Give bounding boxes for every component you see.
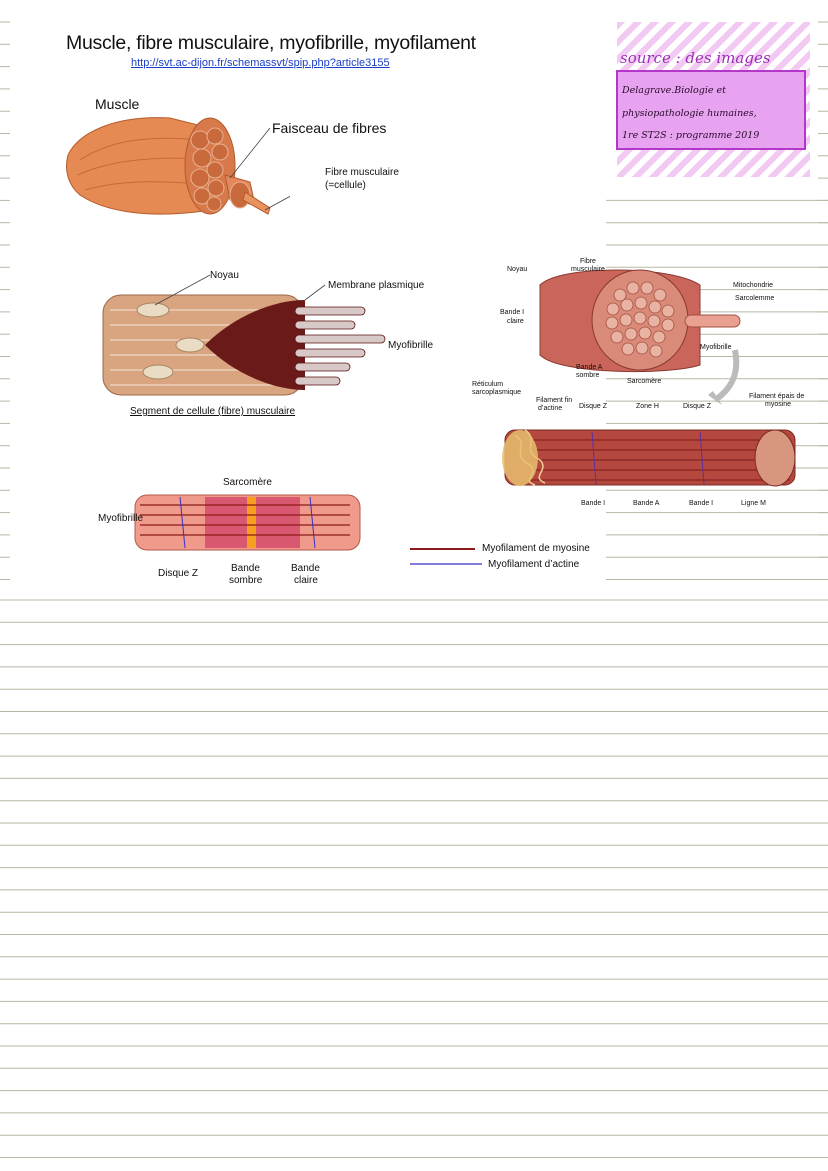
r-label-mitochondrie: Mitochondrie [733, 282, 774, 289]
label-noyau: Noyau [210, 270, 239, 281]
label-myofibrille: Myofibrille [388, 340, 434, 351]
legend-lines [410, 548, 482, 565]
r-label-disque-z-1: Disque Z [579, 403, 608, 410]
r-label-bande-a-1: Bande A [576, 364, 603, 371]
r-label-bande-i-1: Bande I [500, 309, 525, 316]
legend-myosine: Myofilament de myosine [482, 543, 590, 554]
cell-segment-illustration [102, 274, 386, 396]
label-fibre-note: (=cellule) [325, 180, 366, 191]
legend-actine: Myofilament d’actine [488, 559, 580, 570]
label-faisceau: Faisceau de fibres [272, 120, 387, 136]
page-title: Muscle, fibre musculaire, myofibrille, m… [66, 32, 476, 54]
r-label-bande-i-bottom-1: Bande I [581, 500, 606, 507]
r-label-ligne-m: Ligne M [741, 500, 766, 507]
note-heading: source : des images [620, 49, 771, 67]
label-bande-sombre-1: Bande [231, 563, 260, 574]
label-membrane: Membrane plasmique [328, 280, 425, 291]
r-label-noyau: Noyau [507, 266, 528, 273]
r-label-bande-i-2: claire [507, 318, 524, 325]
label-disque-z: Disque Z [158, 568, 199, 579]
r-label-zone-h: Zone H [636, 403, 659, 410]
myofibril-illustration [134, 494, 361, 551]
r-label-filament-fin-1: Filament fin [536, 397, 573, 404]
r-label-fibre-1: Fibre [580, 258, 596, 265]
r-label-fibre-2: musculaire [571, 266, 605, 273]
note-line-1: Delagrave.Biologie et [622, 85, 726, 96]
note-line-3: 1re ST2S : programme 2019 [622, 130, 760, 141]
r-label-filament-epais-1: Filament épais de [749, 393, 805, 400]
label-bande-claire-1: Bande [291, 563, 320, 574]
label-bande-claire-2: claire [294, 575, 318, 586]
fibre-sarcomere-illustration [502, 269, 796, 487]
label-bande-sombre-2: sombre [229, 575, 263, 586]
muscle-illustration [66, 117, 290, 215]
r-label-myofibrille: Myofibrille [700, 344, 732, 351]
r-label-bande-i-bottom-2: Bande I [689, 500, 714, 507]
r-label-sarcomere: Sarcomère [627, 378, 662, 385]
label-muscle: Muscle [95, 96, 140, 112]
r-label-filament-epais-2: myosine [765, 401, 792, 408]
r-label-sarcolemme: Sarcolemme [735, 295, 775, 302]
r-label-reticulum-1: Réticulum [472, 381, 504, 388]
r-label-disque-z-2: Disque Z [683, 403, 712, 410]
source-link[interactable]: http://svt.ac-dijon.fr/schemassvt/spip.p… [131, 57, 390, 69]
label-fibre-musculaire: Fibre musculaire [325, 167, 399, 178]
source-note-box [616, 70, 806, 150]
note-line-2: physiopathologie humaines, [622, 108, 757, 119]
label-sarcomere: Sarcomère [223, 477, 272, 488]
r-label-bande-a-bottom: Bande A [633, 500, 660, 507]
segment-caption: Segment de cellule (fibre) musculaire [130, 406, 296, 417]
r-label-bande-a-2: sombre [576, 372, 600, 379]
label-myofibrille-left: Myofibrille [98, 513, 144, 524]
r-label-reticulum-2: sarcoplasmique [472, 389, 522, 396]
r-label-filament-fin-2: d’actine [538, 405, 563, 412]
